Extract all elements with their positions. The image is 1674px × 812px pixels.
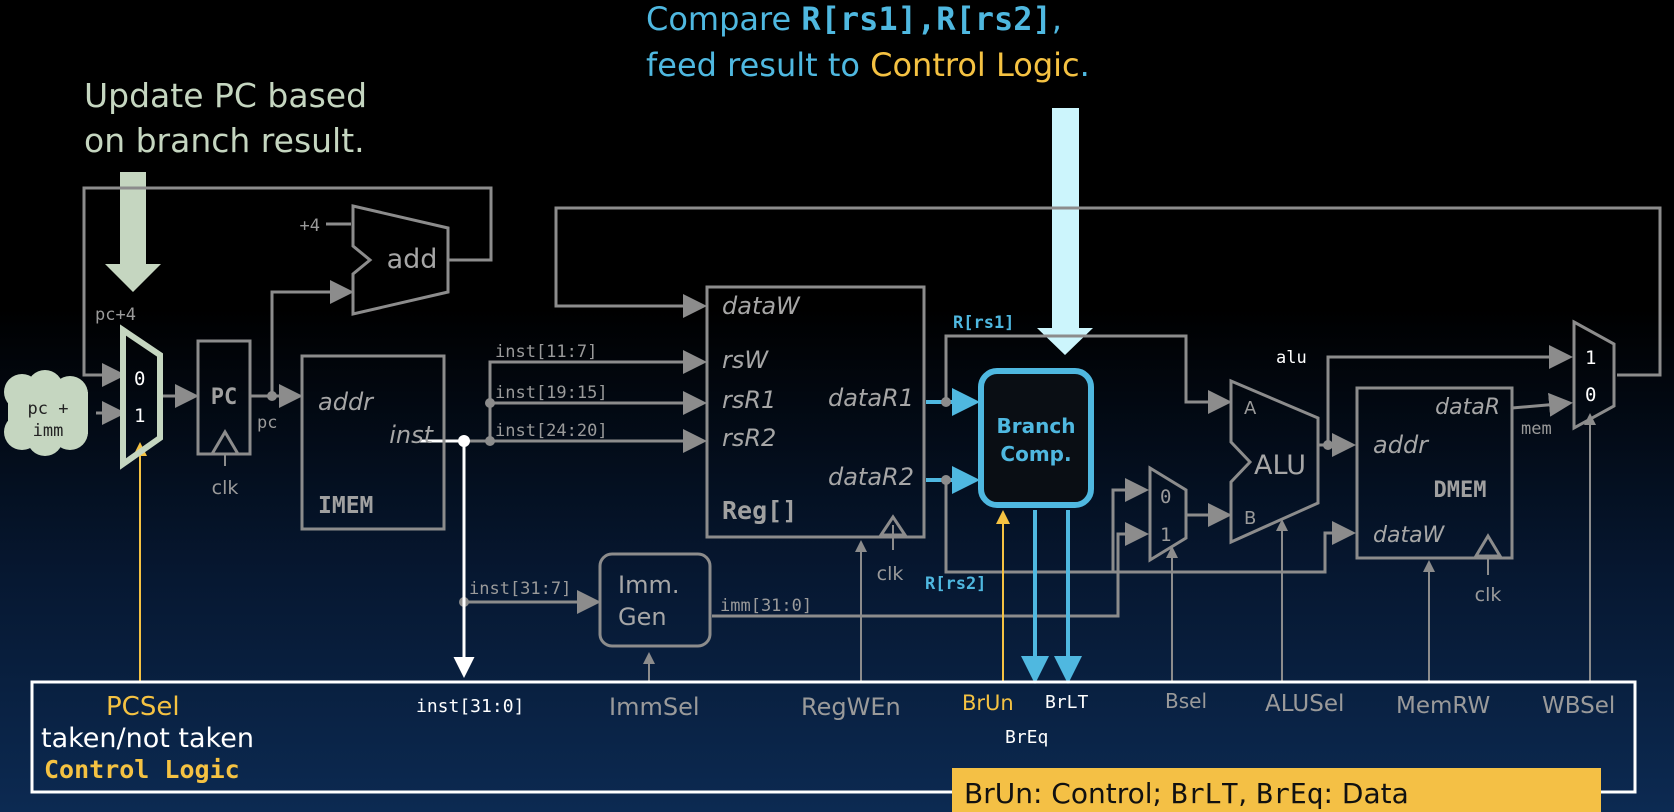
svg-text:rsR2: rsR2 bbox=[722, 424, 776, 452]
svg-text:rsR1: rsR1 bbox=[722, 386, 776, 414]
alu bbox=[1229, 378, 1320, 545]
svg-text:inst[31:7]: inst[31:7] bbox=[469, 579, 571, 599]
svg-text:Reg[]: Reg[] bbox=[722, 496, 797, 525]
svg-text:imm: imm bbox=[33, 421, 64, 441]
branch-comparator bbox=[978, 368, 1094, 508]
svg-text:addr: addr bbox=[1373, 431, 1430, 459]
svg-text:addr: addr bbox=[318, 388, 375, 416]
svg-text:R[rs1]: R[rs1] bbox=[953, 313, 1014, 333]
svg-text:Imm.: Imm. bbox=[618, 571, 679, 599]
svg-text:imm[31:0]: imm[31:0] bbox=[720, 596, 812, 616]
ctrl-memrw: MemRW bbox=[1396, 693, 1490, 719]
svg-text:DMEM: DMEM bbox=[1434, 478, 1487, 503]
wb-mux bbox=[1572, 319, 1616, 431]
svg-text:0: 0 bbox=[134, 368, 145, 390]
svg-text:dataR1: dataR1 bbox=[828, 384, 914, 412]
caption-feed-result: feed result to Control Logic. bbox=[646, 46, 1090, 84]
wire-pc-to-add bbox=[270, 280, 354, 396]
svg-text:1: 1 bbox=[1160, 524, 1171, 546]
ctrl-regwen: RegWEn bbox=[801, 693, 901, 721]
branch-highlight-arrow bbox=[1037, 108, 1093, 355]
svg-text:A: A bbox=[1244, 398, 1257, 419]
dmem bbox=[1355, 386, 1514, 560]
caption-branch-result: on branch result. bbox=[84, 121, 365, 160]
ctrl-taken: taken/not taken bbox=[41, 723, 254, 754]
svg-text:1: 1 bbox=[1585, 347, 1596, 369]
svg-text:dataW: dataW bbox=[722, 292, 801, 320]
pc-adder bbox=[351, 204, 450, 316]
register-file bbox=[705, 285, 926, 539]
ctrl-inst: inst[31:0] bbox=[416, 696, 524, 717]
svg-text:add: add bbox=[387, 244, 438, 275]
pc-highlight-arrow bbox=[105, 172, 161, 292]
svg-text:dataR: dataR bbox=[1435, 395, 1500, 420]
svg-text:Comp.: Comp. bbox=[1000, 442, 1071, 466]
caption-compare: Compare R[rs1],R[rs2], bbox=[646, 0, 1062, 38]
ctrl-pcsel: PCSel bbox=[106, 692, 180, 722]
wire-imm-out bbox=[712, 522, 1149, 618]
svg-text:PC: PC bbox=[211, 385, 238, 410]
svg-text:dataW: dataW bbox=[1373, 523, 1446, 548]
svg-text:alu: alu bbox=[1276, 348, 1307, 368]
imm-gen bbox=[598, 552, 712, 648]
ctrl-brun: BrUn bbox=[962, 691, 1014, 715]
svg-text:ALU: ALU bbox=[1254, 450, 1306, 481]
ctrl-brlt: BrLT bbox=[1045, 692, 1089, 713]
svg-text:clk: clk bbox=[877, 563, 904, 585]
pc-mux bbox=[120, 324, 163, 470]
svg-text:pc+4: pc+4 bbox=[95, 305, 136, 325]
wire-dataR bbox=[1511, 392, 1573, 417]
svg-text:IMEM: IMEM bbox=[318, 493, 373, 519]
ctrl-breq: BrEq bbox=[1005, 727, 1048, 748]
svg-text:pc +: pc + bbox=[28, 399, 69, 419]
svg-text:1: 1 bbox=[134, 405, 145, 427]
control-logic-box bbox=[30, 680, 1637, 794]
wire-pcplus4 bbox=[82, 186, 493, 387]
svg-text:clk: clk bbox=[212, 477, 239, 499]
ctrl-alusel: ALUSel bbox=[1265, 691, 1344, 717]
wire-inst-31-0 bbox=[420, 439, 475, 678]
wire-rs2 bbox=[944, 480, 1356, 574]
svg-text:inst: inst bbox=[389, 421, 434, 449]
svg-text:inst[19:15]: inst[19:15] bbox=[495, 383, 608, 403]
note-text: BrUn: Control; BrLT, BrEq: Data bbox=[964, 777, 1409, 810]
ctrl-title: Control Logic bbox=[44, 755, 240, 784]
svg-text:Branch: Branch bbox=[997, 414, 1076, 438]
b-mux bbox=[1148, 465, 1188, 563]
svg-text:clk: clk bbox=[1475, 584, 1502, 606]
svg-text:rsW: rsW bbox=[722, 346, 769, 374]
svg-text:0: 0 bbox=[1585, 384, 1596, 406]
svg-text:R[rs2]: R[rs2] bbox=[925, 574, 986, 594]
imem bbox=[300, 354, 446, 531]
svg-text:0: 0 bbox=[1160, 486, 1171, 508]
caption-update-pc: Update PC based bbox=[84, 76, 367, 115]
wire-writeback bbox=[554, 206, 1662, 377]
ctrl-wbsel: WBSel bbox=[1542, 693, 1615, 719]
svg-text:dataR2: dataR2 bbox=[828, 463, 914, 491]
ctrl-bsel: Bsel bbox=[1165, 689, 1207, 713]
svg-text:inst[24:20]: inst[24:20] bbox=[495, 421, 608, 441]
svg-text:B: B bbox=[1244, 508, 1256, 529]
svg-text:+4: +4 bbox=[300, 216, 320, 236]
svg-text:mem: mem bbox=[1521, 419, 1552, 439]
note-box bbox=[952, 768, 1601, 812]
svg-text:inst[11:7]: inst[11:7] bbox=[495, 342, 597, 362]
pc-imm-cloud: pc + imm bbox=[4, 370, 88, 456]
svg-text:pc: pc bbox=[257, 413, 277, 433]
ctrl-immsel: ImmSel bbox=[609, 693, 700, 721]
wire-rs1-to-alu bbox=[944, 334, 1232, 414]
svg-text:Gen: Gen bbox=[618, 603, 667, 631]
